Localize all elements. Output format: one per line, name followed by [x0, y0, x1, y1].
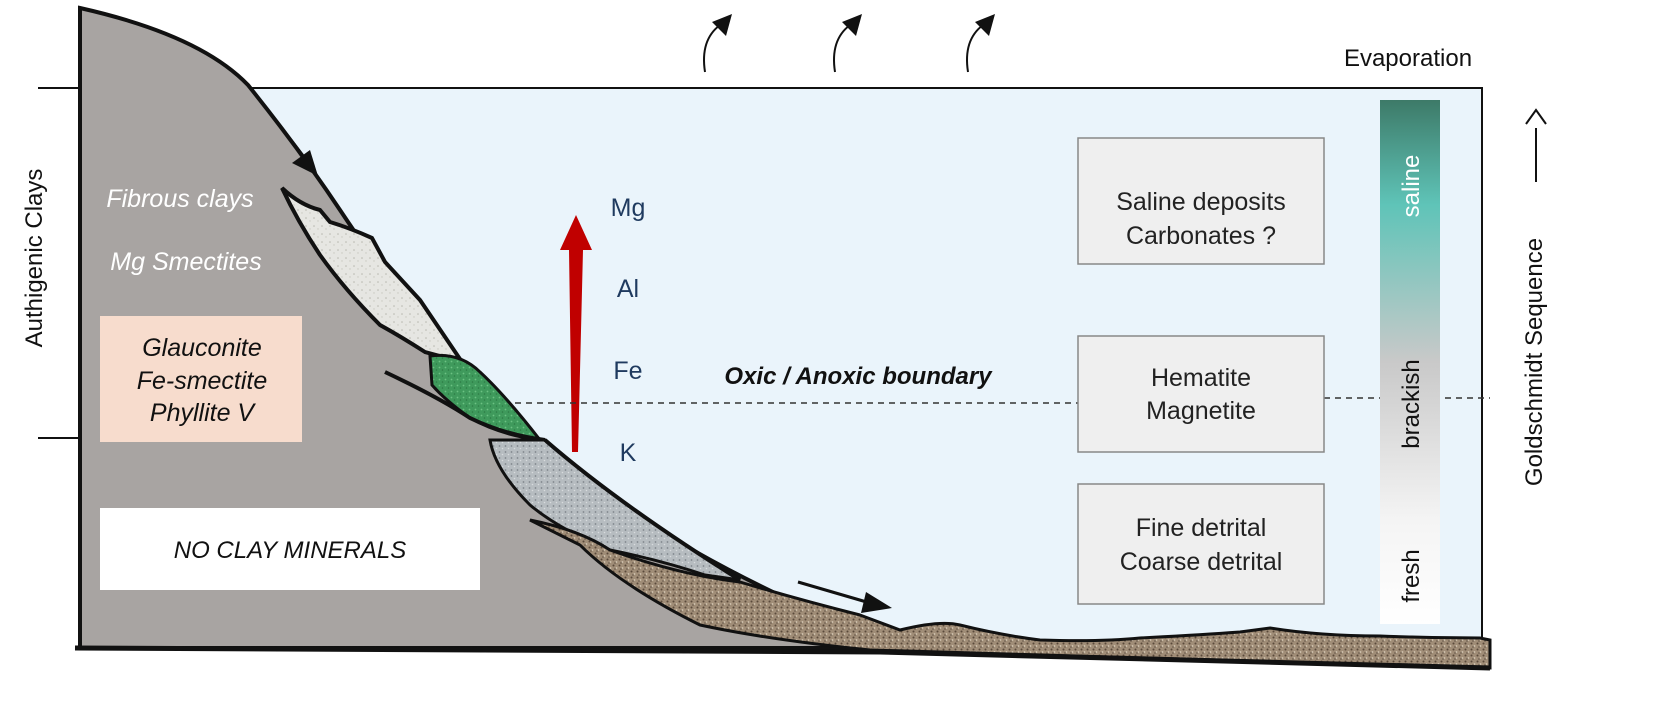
no-clay-box — [100, 508, 480, 590]
saline-deposits-line-2: Carbonates ? — [1126, 222, 1276, 250]
detrital-outline — [543, 438, 742, 582]
saline-deposits-line-1: Saline deposits — [1116, 188, 1286, 216]
glauconite-line-2: Fe-smectite — [137, 367, 268, 395]
salinity-label-saline: saline — [1398, 155, 1425, 218]
detrital-line-1: Fine detrital — [1136, 514, 1267, 542]
iron-oxides-line-2: Magnetite — [1146, 397, 1256, 425]
salinity-label-fresh: fresh — [1398, 549, 1425, 602]
glauconite-lower-line — [384, 370, 546, 442]
fibrous-clay-layer — [280, 186, 467, 366]
right-axis-label: Goldschmidt Sequence — [1521, 238, 1548, 486]
right-axis-arrowhead — [1525, 108, 1547, 125]
fibrous-clays-label: Fibrous clays — [106, 185, 253, 213]
evaporation-arrow-1 — [703, 24, 721, 73]
glauconite-line-1: Glauconite — [142, 334, 262, 362]
salinity-bar — [1380, 100, 1440, 624]
iron-oxides-box — [1077, 335, 1325, 453]
oxic-anoxic-label: Oxic / Anoxic boundary — [724, 363, 993, 390]
evaporation-label: Evaporation — [1344, 45, 1472, 72]
salinity-label-brackish: brackish — [1398, 359, 1425, 448]
left-axis-label: Authigenic Clays — [21, 169, 48, 348]
no-clay-label: NO CLAY MINERALS — [174, 537, 407, 564]
flow-arrowhead-slope — [292, 150, 318, 176]
basin-floor — [74, 645, 1491, 671]
flow-arrow-floor — [797, 580, 871, 605]
evaporation-arrowhead-1 — [712, 14, 732, 36]
iron-oxides-line-1: Hematite — [1151, 364, 1251, 392]
flow-arrowhead-floor — [861, 592, 892, 613]
evaporation-arrowhead-3 — [975, 14, 995, 36]
element-al: Al — [617, 275, 639, 303]
bottom-sediment — [529, 518, 1492, 670]
glauconite-line-3: Phyllite V — [150, 399, 257, 427]
evaporation-arrowhead-2 — [842, 14, 862, 36]
element-sequence-arrow — [560, 215, 592, 452]
element-mg: Mg — [611, 194, 646, 222]
element-k: K — [620, 439, 637, 467]
evaporation-arrow-2 — [833, 24, 851, 73]
glauconite-box — [100, 316, 302, 442]
detrital-line-2: Coarse detrital — [1120, 548, 1283, 576]
flow-arrow-slope — [262, 104, 306, 158]
evaporation-arrow-3 — [966, 24, 984, 73]
evaporation-arrows — [703, 14, 995, 73]
element-fe: Fe — [613, 357, 642, 385]
mg-smectites-label: Mg Smectites — [110, 248, 261, 276]
saline-deposits-box — [1077, 137, 1325, 265]
detrital-box — [1077, 483, 1325, 605]
